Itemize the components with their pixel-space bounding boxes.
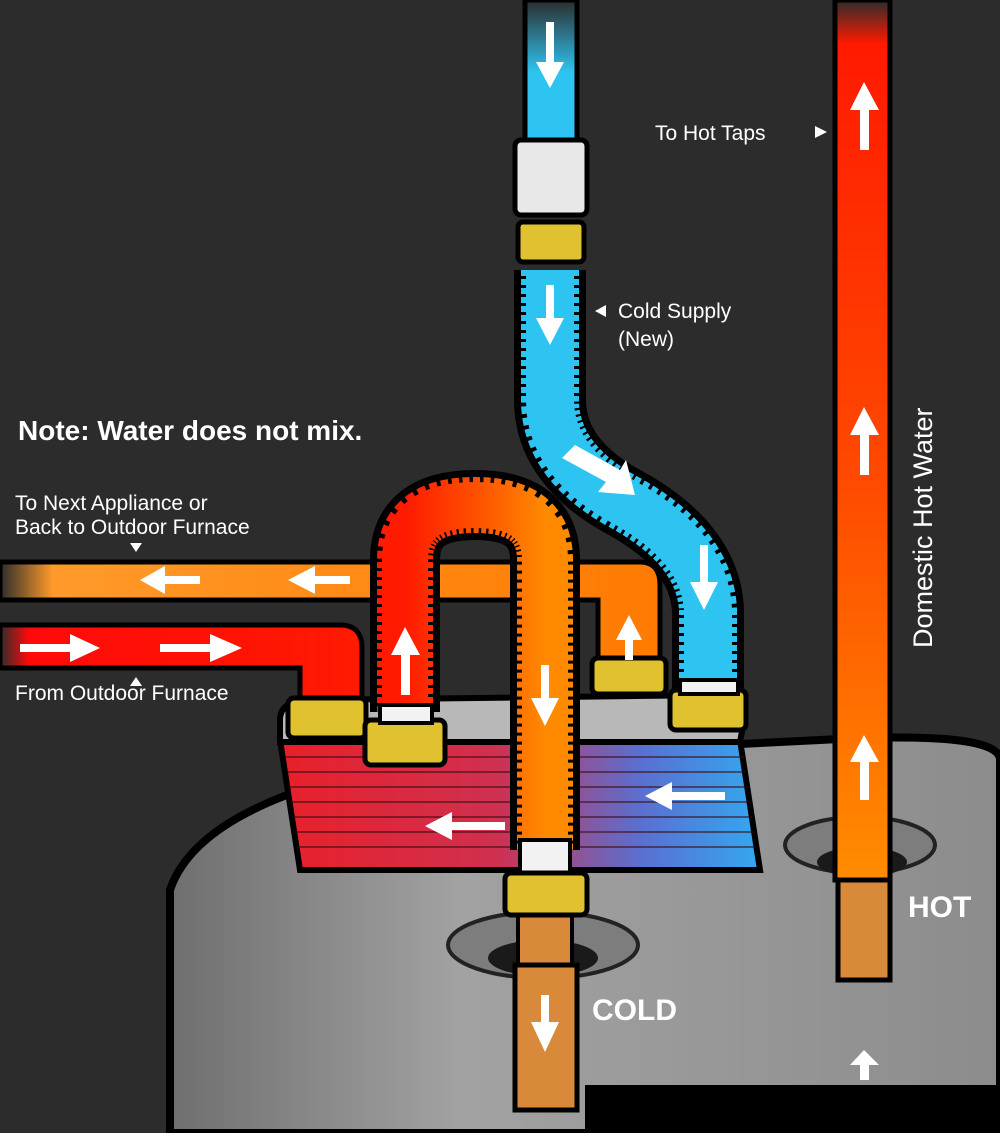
- brass-nut-return: [589, 655, 669, 697]
- arrow-right-icon: [20, 634, 100, 662]
- pointer-left-icon: [595, 305, 606, 317]
- arrow-left-icon: [425, 812, 505, 840]
- arrow-up-icon: [850, 82, 879, 150]
- arrow-left-icon: [645, 782, 725, 810]
- cold-dip-pipe: [512, 838, 580, 1113]
- arrow-up-icon: [850, 735, 879, 800]
- arrow-left-icon: [140, 566, 200, 594]
- pex-fitting: [512, 137, 590, 218]
- cold-label: COLD: [592, 994, 677, 1027]
- brass-nut-cold-dip: [502, 870, 590, 918]
- arrow-down-diagonal-icon: [562, 445, 635, 495]
- arrow-down-icon: [536, 285, 564, 345]
- flow-arrows: [20, 22, 879, 1080]
- arrow-left-icon: [288, 566, 350, 594]
- arrow-down-icon: [531, 995, 559, 1052]
- arrow-up-icon: [391, 627, 420, 695]
- cold-supply-label-2: (New): [618, 328, 674, 351]
- brass-nut-cold-top: [515, 219, 587, 265]
- pointer-right-icon: [815, 126, 827, 138]
- arrow-up-icon: [850, 1050, 879, 1080]
- from-outdoor-furnace-label: From Outdoor Furnace: [15, 682, 229, 705]
- note-label: Note: Water does not mix.: [18, 415, 362, 446]
- arrow-down-icon: [536, 22, 564, 88]
- arrow-up-icon: [850, 407, 879, 475]
- arrow-right-icon: [160, 634, 242, 662]
- brass-nut-furnace-in: [285, 695, 369, 741]
- black-bar: [585, 1085, 1000, 1133]
- label-pointers: [130, 126, 827, 686]
- brass-nut-u-left: [362, 717, 448, 768]
- corrugated-u-tube: [370, 469, 580, 850]
- cold-supply-label-1: Cold Supply: [618, 300, 732, 323]
- to-hot-taps-label: To Hot Taps: [655, 122, 766, 145]
- to-next-appliance-label-1: To Next Appliance or: [15, 492, 208, 515]
- arrow-up-icon: [616, 615, 642, 660]
- domestic-hot-water-label: Domestic Hot Water: [908, 407, 938, 648]
- pointer-down-icon: [130, 543, 142, 552]
- hot-label: HOT: [908, 891, 971, 924]
- arrow-down-icon: [690, 545, 718, 610]
- to-next-appliance-label-2: Back to Outdoor Furnace: [15, 516, 250, 539]
- brass-fittings: [285, 219, 749, 918]
- pointer-up-icon: [130, 677, 142, 686]
- arrow-down-icon: [531, 665, 559, 726]
